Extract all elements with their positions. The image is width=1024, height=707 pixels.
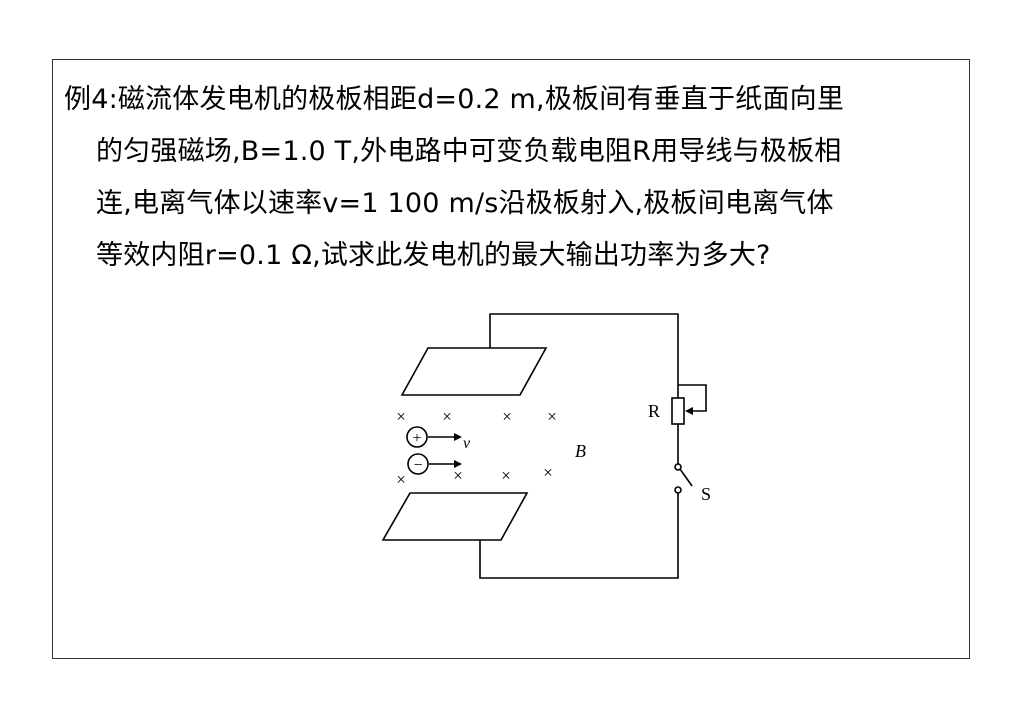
content-frame bbox=[52, 59, 970, 659]
problem-statement: 例4:磁流体发电机的极板相距d=0.2 m,极板间有垂直于纸面向里 的匀强磁场,… bbox=[64, 74, 964, 282]
switch-contact-top bbox=[674, 463, 682, 471]
arrowhead-resistor bbox=[685, 407, 693, 415]
problem-line-3: 连,电离气体以速率v=1 100 m/s沿极板射入,极板间电离气体 bbox=[96, 188, 834, 219]
problem-line-2: 的匀强磁场,B=1.0 T,外电路中可变负载电阻R用导线与极板相 bbox=[96, 136, 842, 167]
arrowhead-lower bbox=[454, 460, 462, 468]
negative-charge-circle bbox=[407, 453, 429, 475]
field-cross: × bbox=[396, 407, 406, 426]
field-cross: × bbox=[547, 407, 557, 426]
field-cross: × bbox=[502, 407, 512, 426]
resistor bbox=[671, 397, 685, 425]
field-cross: × bbox=[453, 466, 463, 485]
problem-line-4: 等效内阻r=0.1 Ω,试求此发电机的最大输出功率为多大? bbox=[96, 240, 771, 271]
negative-charge-sign: − bbox=[413, 457, 422, 474]
field-cross: × bbox=[543, 463, 553, 482]
arrowhead-upper bbox=[454, 433, 462, 441]
field-label: B bbox=[575, 441, 586, 461]
circuit-wire bbox=[489, 313, 679, 398]
velocity-label: v bbox=[463, 435, 471, 452]
switch-blade bbox=[679, 468, 693, 487]
resistor-label: R bbox=[648, 401, 660, 421]
top-plate bbox=[400, 347, 548, 396]
positive-charge-sign: + bbox=[412, 430, 421, 447]
magnetic-field-markers: × × × × × × × × bbox=[396, 407, 557, 489]
switch-label: S bbox=[701, 484, 711, 504]
field-cross: × bbox=[396, 470, 406, 489]
bottom-plate bbox=[381, 492, 529, 541]
field-cross: × bbox=[501, 466, 511, 485]
circuit-wire-return bbox=[479, 493, 679, 579]
problem-line-1: 例4:磁流体发电机的极板相距d=0.2 m,极板间有垂直于纸面向里 bbox=[64, 84, 845, 115]
switch-contact-bottom bbox=[674, 486, 682, 494]
positive-charge-circle bbox=[406, 426, 428, 448]
field-cross: × bbox=[442, 407, 452, 426]
rheostat-slider bbox=[678, 384, 707, 412]
